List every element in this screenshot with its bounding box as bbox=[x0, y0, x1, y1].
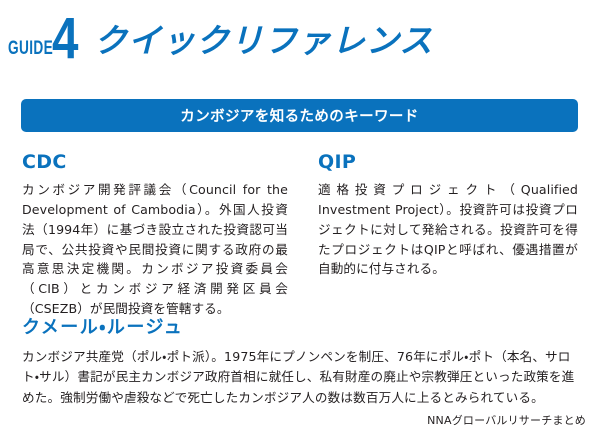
section-banner-title: カンボジアを知るためのキーワード bbox=[180, 109, 419, 125]
term-body-khmer-rouge: カンボジア共産党（ポル・ポト派）。1975年にプノンペンを制圧、76年にポル・ポ… bbox=[22, 348, 575, 405]
term-columns: CDC カンボジア開発評議会（Council for the Developme… bbox=[0, 152, 600, 319]
term-heading-cdc: CDC bbox=[22, 151, 67, 173]
term-entry-qip: QIP 適格投資プロジェクト（Qualified Investment Proj… bbox=[300, 152, 600, 319]
term-heading-qip: QIP bbox=[318, 151, 357, 173]
term-body-qip: 適格投資プロジェクト（Qualified Investment Project）… bbox=[318, 181, 578, 277]
term-heading-khmer-rouge: クメール・ルージュ bbox=[22, 317, 184, 338]
page-header: GUIDE 4 クイックリファレンス bbox=[0, 0, 600, 90]
guide-label: GUIDE bbox=[8, 38, 54, 59]
page-title: クイックリファレンス bbox=[93, 21, 434, 60]
guide-number: 4 bbox=[51, 6, 79, 71]
guide-badge: GUIDE 4 bbox=[8, 6, 84, 68]
section-banner: カンボジアを知るためのキーワード bbox=[21, 99, 578, 132]
term-entry-cdc: CDC カンボジア開発評議会（Council for the Developme… bbox=[0, 152, 300, 319]
term-body-cdc: カンボジア開発評議会（Council for the Development o… bbox=[22, 181, 288, 317]
term-entry-khmer-rouge: クメール・ルージュ カンボジア共産党（ポル・ポト派）。1975年にプノンペンを制… bbox=[0, 318, 600, 408]
footer-credit: NNAグローバルリサーチまとめ bbox=[427, 414, 586, 427]
